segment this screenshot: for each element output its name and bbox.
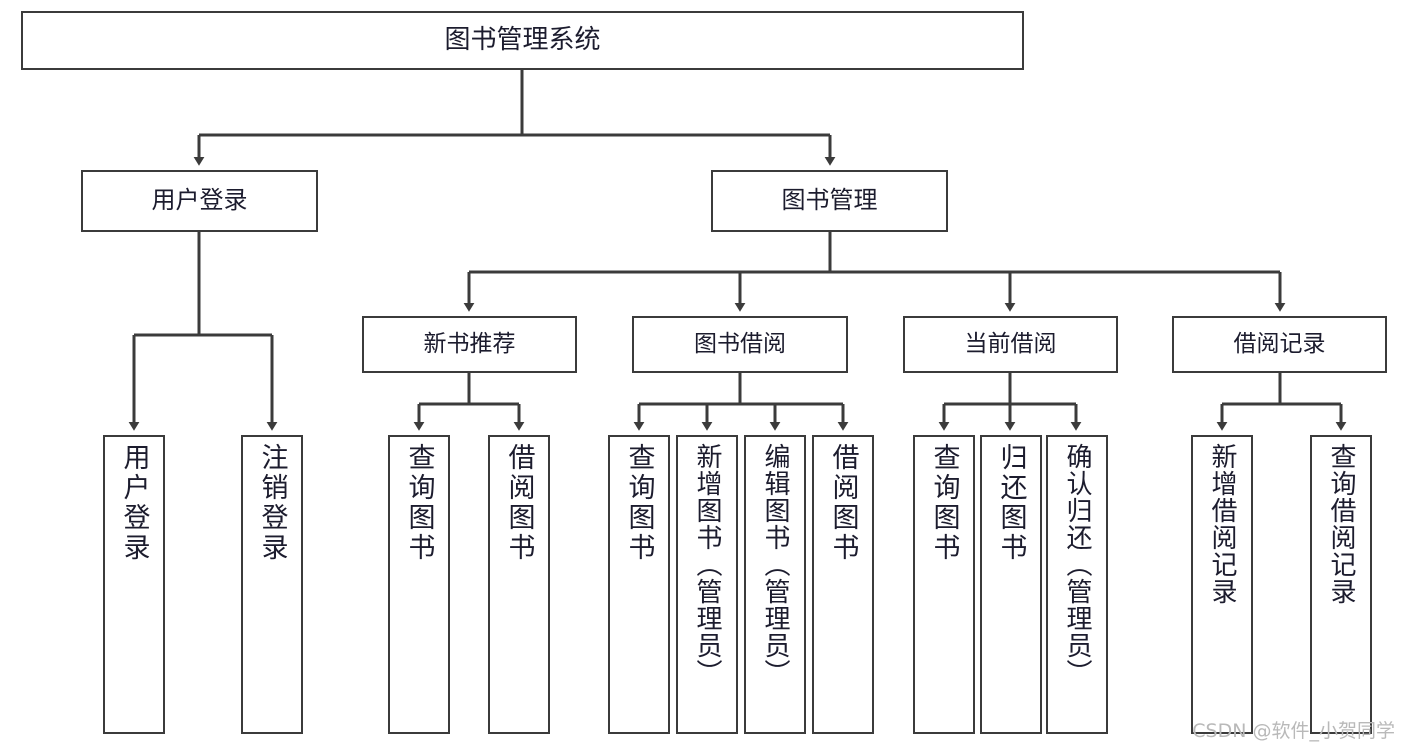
node-label: 新书推荐 xyxy=(423,331,516,358)
node-label: 归还图书 xyxy=(995,443,1027,563)
leaf-borrow-book-recommend[interactable]: 借阅图书 xyxy=(488,435,550,734)
node-label: 用户登录 xyxy=(118,443,150,563)
node-label: 用户登录 xyxy=(151,186,248,215)
leaf-borrow-book[interactable]: 借阅图书 xyxy=(812,435,874,734)
node-label: 查询借阅记录 xyxy=(1326,443,1356,605)
node-current-borrow[interactable]: 当前借阅 xyxy=(903,316,1118,373)
node-label: 借阅图书 xyxy=(827,443,859,563)
node-label: 查询图书 xyxy=(623,443,655,563)
node-label: 借阅记录 xyxy=(1233,331,1326,358)
node-label: 图书管理系统 xyxy=(444,24,601,55)
node-system-root[interactable]: 图书管理系统 xyxy=(21,11,1024,70)
leaf-query-book-current[interactable]: 查询图书 xyxy=(913,435,975,734)
leaf-query-book-recommend[interactable]: 查询图书 xyxy=(388,435,450,734)
node-label: 确认归还（管理员） xyxy=(1062,443,1092,686)
node-label: 注销登录 xyxy=(256,443,288,563)
node-label: 图书借阅 xyxy=(694,331,786,358)
leaf-query-borrow-record[interactable]: 查询借阅记录 xyxy=(1310,435,1372,734)
node-book-management[interactable]: 图书管理 xyxy=(711,170,948,232)
node-borrow-record[interactable]: 借阅记录 xyxy=(1172,316,1387,373)
csdn-watermark: CSDN @软件_小贺同学 xyxy=(1192,720,1395,742)
node-label: 查询图书 xyxy=(403,443,435,563)
leaf-edit-book-admin[interactable]: 编辑图书（管理员） xyxy=(744,435,806,734)
node-label: 图书管理 xyxy=(781,186,878,215)
leaf-confirm-return-admin[interactable]: 确认归还（管理员） xyxy=(1046,435,1108,734)
node-user-login[interactable]: 用户登录 xyxy=(81,170,318,232)
leaf-return-book[interactable]: 归还图书 xyxy=(980,435,1042,734)
leaf-query-book-borrow[interactable]: 查询图书 xyxy=(608,435,670,734)
leaf-add-book-admin[interactable]: 新增图书（管理员） xyxy=(676,435,738,734)
node-label: 编辑图书（管理员） xyxy=(760,443,790,686)
node-label: 新增借阅记录 xyxy=(1207,443,1237,605)
node-label: 查询图书 xyxy=(928,443,960,563)
node-label: 借阅图书 xyxy=(503,443,535,563)
node-new-book-recommend[interactable]: 新书推荐 xyxy=(362,316,577,373)
leaf-add-borrow-record[interactable]: 新增借阅记录 xyxy=(1191,435,1253,734)
node-label: 当前借阅 xyxy=(964,331,1057,358)
leaf-logout[interactable]: 注销登录 xyxy=(241,435,303,734)
node-book-borrow[interactable]: 图书借阅 xyxy=(632,316,848,373)
leaf-user-login[interactable]: 用户登录 xyxy=(103,435,165,734)
node-label: 新增图书（管理员） xyxy=(692,443,722,686)
